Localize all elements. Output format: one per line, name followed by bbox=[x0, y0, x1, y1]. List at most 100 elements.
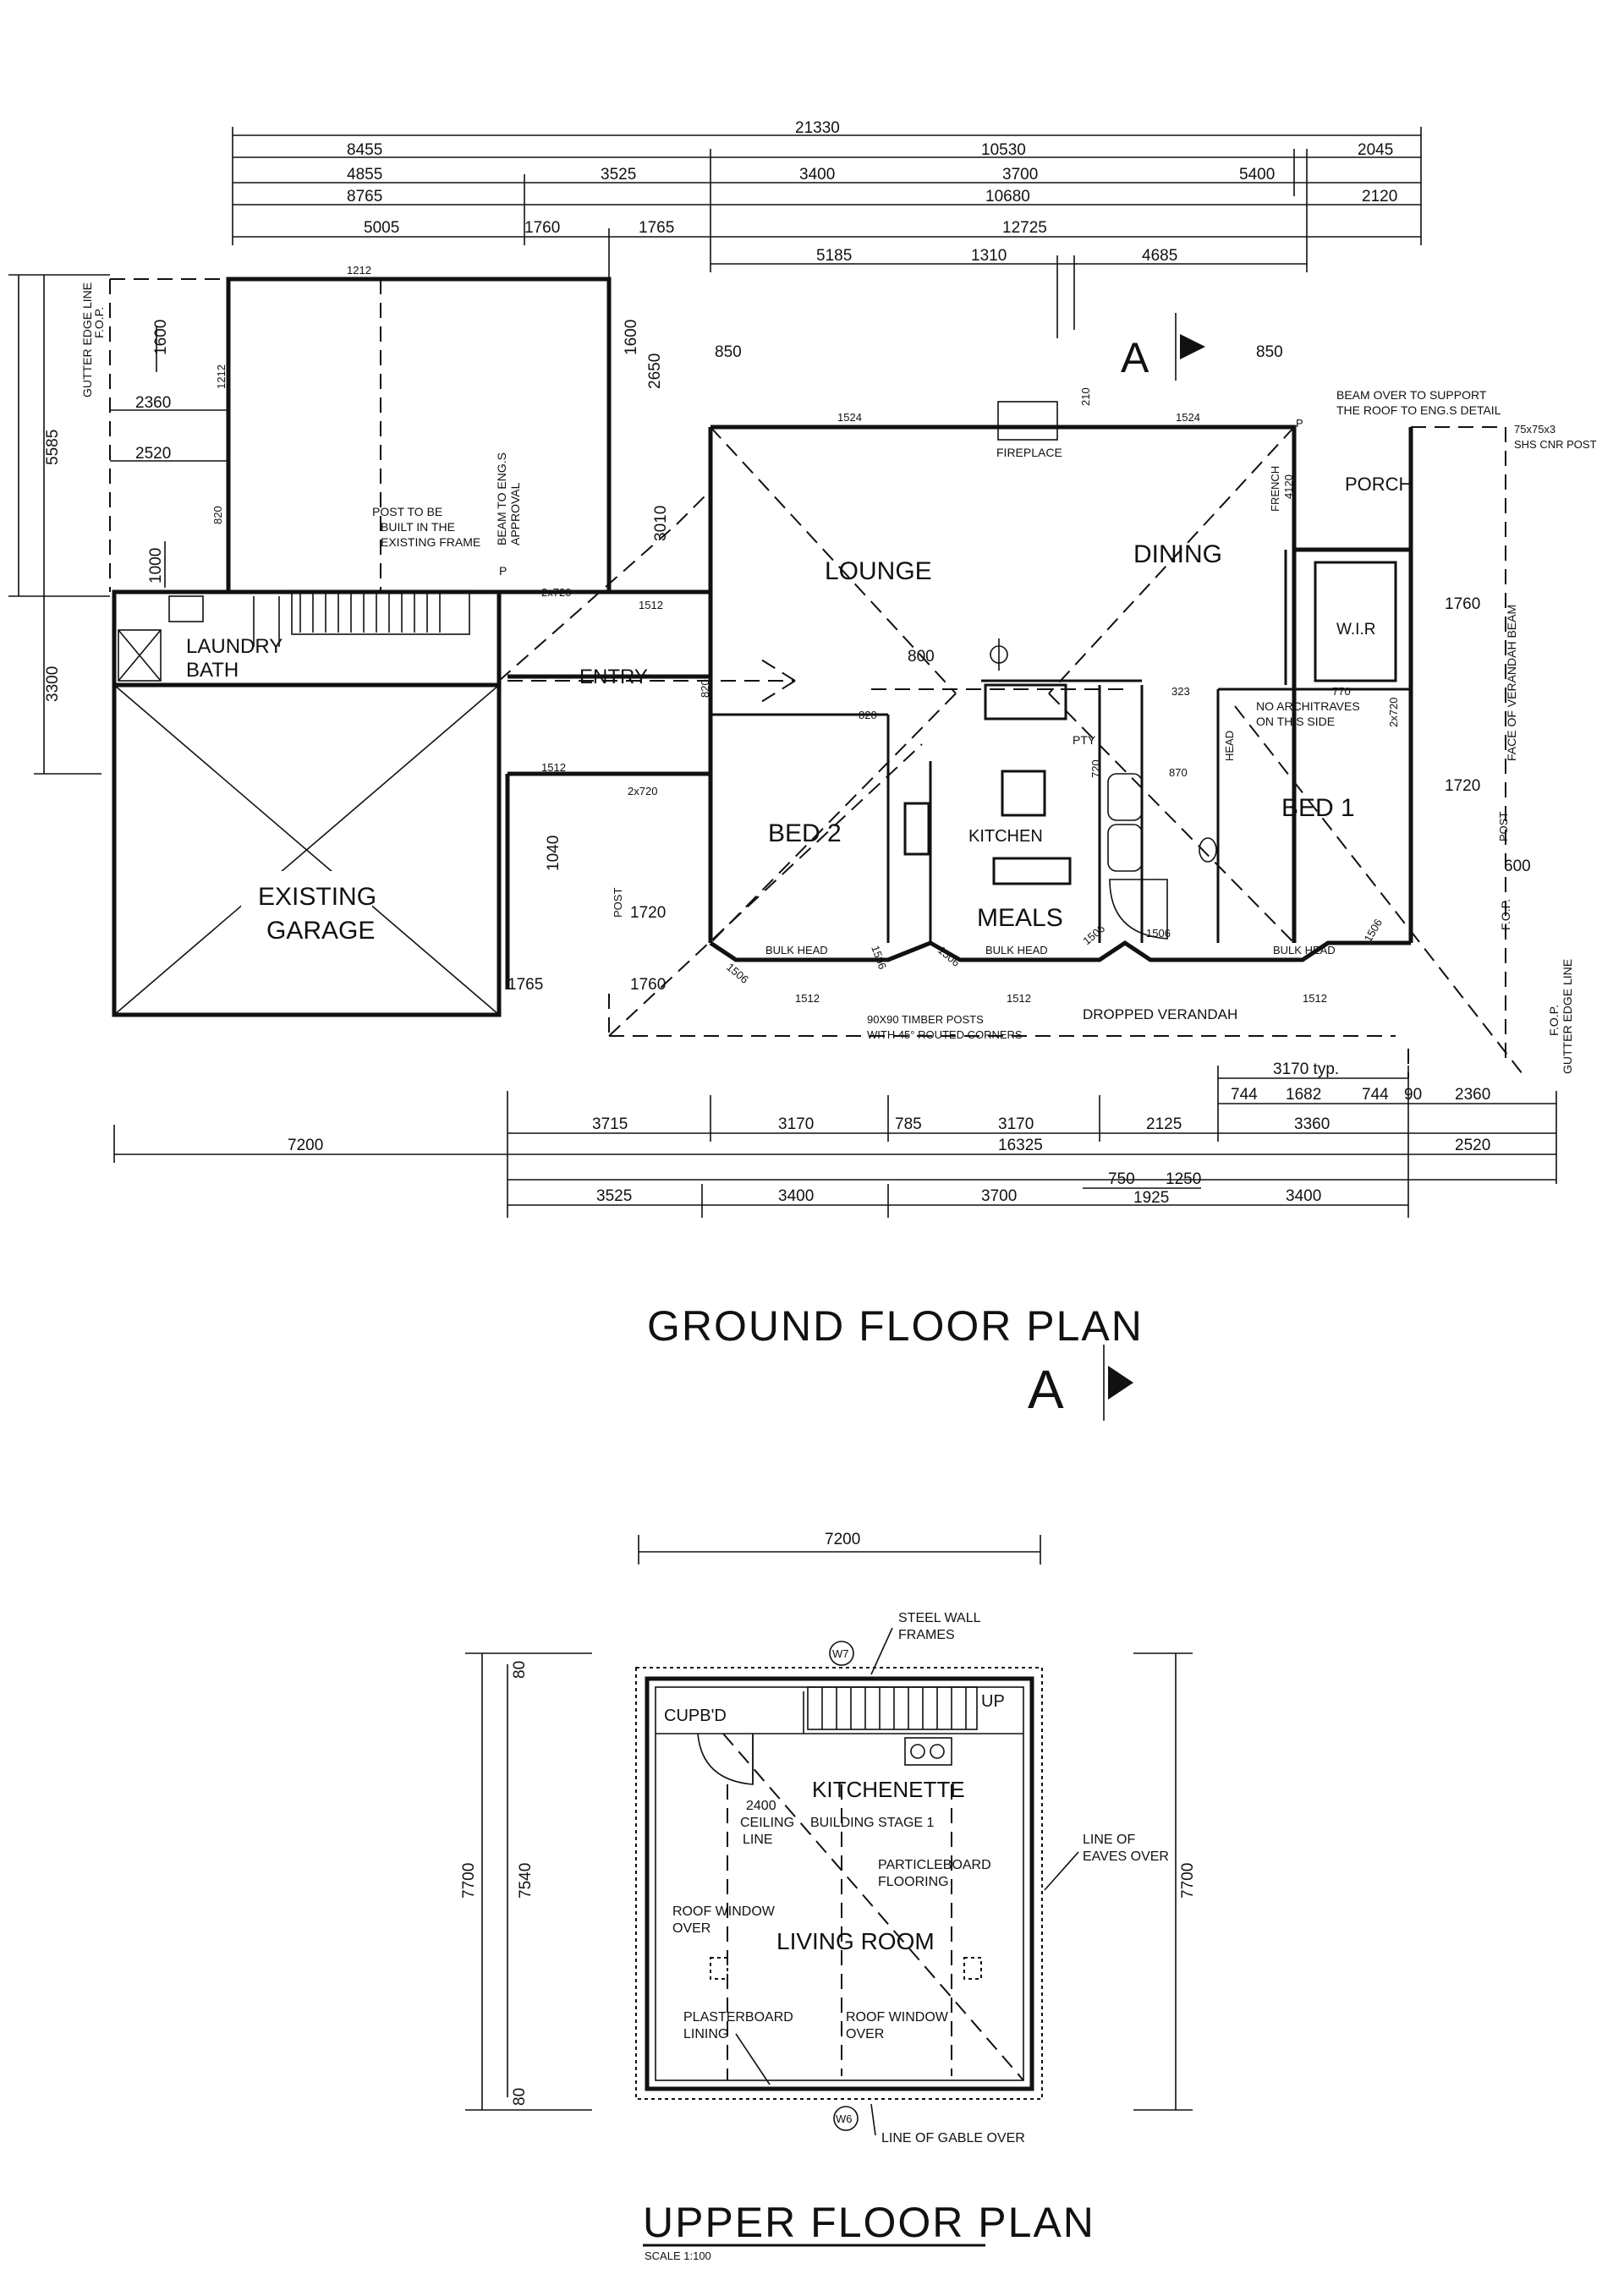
window-w7-tag: W7 bbox=[832, 1647, 849, 1660]
fixtures bbox=[990, 401, 1217, 940]
post-marker: P bbox=[499, 564, 507, 578]
living-room-label: LIVING ROOM bbox=[776, 1928, 935, 1954]
existing-garage: EXISTING GARAGE bbox=[112, 682, 502, 1017]
dim-label: 800 bbox=[908, 648, 935, 666]
existing-rear-wing: 1212 1212 820 1600 2650 3010 BEAM TO ENG… bbox=[109, 264, 670, 595]
dim-label: 3525 bbox=[596, 1187, 632, 1205]
roof-hip-lines bbox=[498, 426, 1523, 1078]
door-label: 2x720 bbox=[541, 586, 571, 599]
building-stage-note: BUILDING STAGE 1 bbox=[810, 1816, 935, 1830]
dim-label: 1760 bbox=[1445, 595, 1480, 613]
post-label: POST bbox=[1497, 812, 1510, 841]
bed1-label: BED 1 bbox=[1281, 794, 1355, 822]
fireplace-label: FIREPLACE bbox=[996, 446, 1062, 459]
dim-label: 5005 bbox=[364, 219, 399, 237]
dim-label: 16325 bbox=[998, 1137, 1043, 1154]
dim-label: 744 bbox=[1362, 1086, 1389, 1104]
dim-label: 3170 bbox=[998, 1115, 1034, 1133]
post-marker: P bbox=[1296, 417, 1303, 430]
opening-labels: 1524 1524 1512 1512 1512 1512 1512 820 8… bbox=[508, 343, 1531, 1005]
door-label: 820 bbox=[699, 679, 711, 698]
dim-label: 2520 bbox=[135, 445, 171, 463]
dim-label: 785 bbox=[895, 1115, 922, 1133]
dim-label: 600 bbox=[1504, 858, 1531, 875]
no-architraves-note: ON THIS SIDE bbox=[1256, 715, 1335, 728]
steel-frames-note: STEEL WALL bbox=[898, 1611, 981, 1625]
dim-label: 3525 bbox=[601, 166, 636, 184]
top-dimension-labels: 21330 8455 10530 2045 4855 3525 3400 370… bbox=[347, 119, 1397, 265]
fop-right-label: F.O.P. bbox=[1547, 1005, 1561, 1036]
roof-window-note: ROOF WINDOW bbox=[846, 2010, 949, 2025]
ground-room-labels: LOUNGE DINING BED 2 BED 1 KITCHEN MEALS … bbox=[579, 446, 1412, 932]
bottom-dimension-labels: 3170 typ. 744 1682 744 90 2360 3715 3170… bbox=[288, 1060, 1490, 1207]
dim-label: 2650 bbox=[646, 353, 664, 389]
window-label: 1512 bbox=[1007, 992, 1031, 1005]
garage-label-line2: GARAGE bbox=[266, 917, 375, 945]
dim-label: 3300 bbox=[44, 666, 62, 702]
dim-label: 21330 bbox=[795, 119, 840, 137]
main-house-walls bbox=[505, 425, 1413, 989]
timber-posts-note: 90X90 TIMBER POSTS bbox=[867, 1013, 984, 1026]
upper-notes: STEEL WALL FRAMES W7 2400 CEILING LINE B… bbox=[672, 1611, 1169, 2145]
dim-label: 1720 bbox=[630, 904, 666, 922]
post-rebuilt-note: BUILT IN THE bbox=[381, 520, 455, 534]
dim-label: 3715 bbox=[592, 1115, 628, 1133]
dim-label: 1040 bbox=[545, 836, 562, 871]
gutter-edge-right-label: GUTTER EDGE LINE bbox=[1561, 959, 1574, 1074]
dim-label: 1600 bbox=[623, 320, 640, 355]
dropped-verandah-label: DROPPED VERANDAH bbox=[1083, 1006, 1237, 1022]
stair-up-label: UP bbox=[981, 1692, 1005, 1711]
dim-label: 7540 bbox=[517, 1863, 535, 1899]
roof-window-note: OVER bbox=[672, 1921, 710, 1936]
left-dimension-lines bbox=[8, 274, 228, 775]
particleboard-note: PARTICLEBOARD bbox=[878, 1858, 991, 1872]
dim-label: 8455 bbox=[347, 141, 382, 159]
window-label: 1512 bbox=[795, 992, 820, 1005]
bay-window-label: 1506 bbox=[869, 944, 889, 971]
fop-right-label: F.O.P. bbox=[1499, 899, 1512, 930]
dim-label: 80 bbox=[511, 2088, 529, 2106]
bed2-label: BED 2 bbox=[768, 819, 842, 847]
bulkhead-label: BULK HEAD bbox=[765, 944, 828, 956]
post-label: POST bbox=[612, 888, 624, 918]
upper-room-labels: CUPB'D UP KITCHENETTE LIVING ROOM bbox=[664, 1692, 1005, 1954]
dim-label: 1765 bbox=[639, 219, 674, 237]
beam-to-eng-note: BEAM TO ENG.S bbox=[495, 452, 508, 545]
no-architraves-note: NO ARCHITRAVES bbox=[1256, 699, 1360, 713]
laundry-bath-strip: LAUNDRY BATH bbox=[112, 589, 502, 688]
bay-window-label: 1506 bbox=[1080, 922, 1107, 947]
dim-label: 3700 bbox=[981, 1187, 1017, 1205]
post-rebuilt-note: POST TO BE bbox=[372, 505, 442, 518]
upper-stair-treads bbox=[807, 1686, 978, 1730]
dim-label: 8765 bbox=[347, 188, 382, 205]
timber-posts-note: WITH 45° ROUTED CORNERS bbox=[867, 1028, 1023, 1041]
internal-walls bbox=[710, 550, 1411, 943]
upper-dimension-labels: 7200 80 80 7540 7700 7700 bbox=[460, 1531, 1197, 2106]
dim-label: 3010 bbox=[652, 506, 670, 541]
bay-window-label: 1506 bbox=[724, 961, 751, 986]
dim-label: 3400 bbox=[1286, 1187, 1321, 1205]
porch-label: PORCH bbox=[1345, 474, 1412, 495]
window-label: 1512 bbox=[541, 761, 566, 774]
dim-label: 5185 bbox=[816, 247, 852, 265]
meals-label: MEALS bbox=[977, 904, 1063, 932]
dim-label: 90 bbox=[1404, 1086, 1422, 1104]
particleboard-note: FLOORING bbox=[878, 1875, 949, 1889]
stair-treads bbox=[299, 594, 441, 633]
eaves-over-note: EAVES OVER bbox=[1083, 1849, 1169, 1864]
bay-window-label: 1506 bbox=[935, 944, 963, 969]
steel-frames-note: FRAMES bbox=[898, 1628, 955, 1642]
dim-label: 10680 bbox=[985, 188, 1030, 205]
shs-post-note: 75x75x3 bbox=[1514, 423, 1555, 436]
bath-label: BATH bbox=[186, 659, 239, 682]
dim-label: 2120 bbox=[1362, 188, 1397, 205]
dim-label: 2125 bbox=[1146, 1115, 1182, 1133]
window-label: 1524 bbox=[837, 411, 862, 424]
top-dimension-lines bbox=[232, 127, 1422, 338]
ceiling-line-note: LINE bbox=[743, 1833, 773, 1847]
dim-label: 7200 bbox=[288, 1137, 323, 1154]
ground-notes: BEAM OVER TO SUPPORT THE ROOF TO ENG.S D… bbox=[867, 388, 1597, 1074]
door-label: 770 bbox=[1332, 685, 1351, 698]
door-label: 2x720 bbox=[628, 785, 657, 797]
